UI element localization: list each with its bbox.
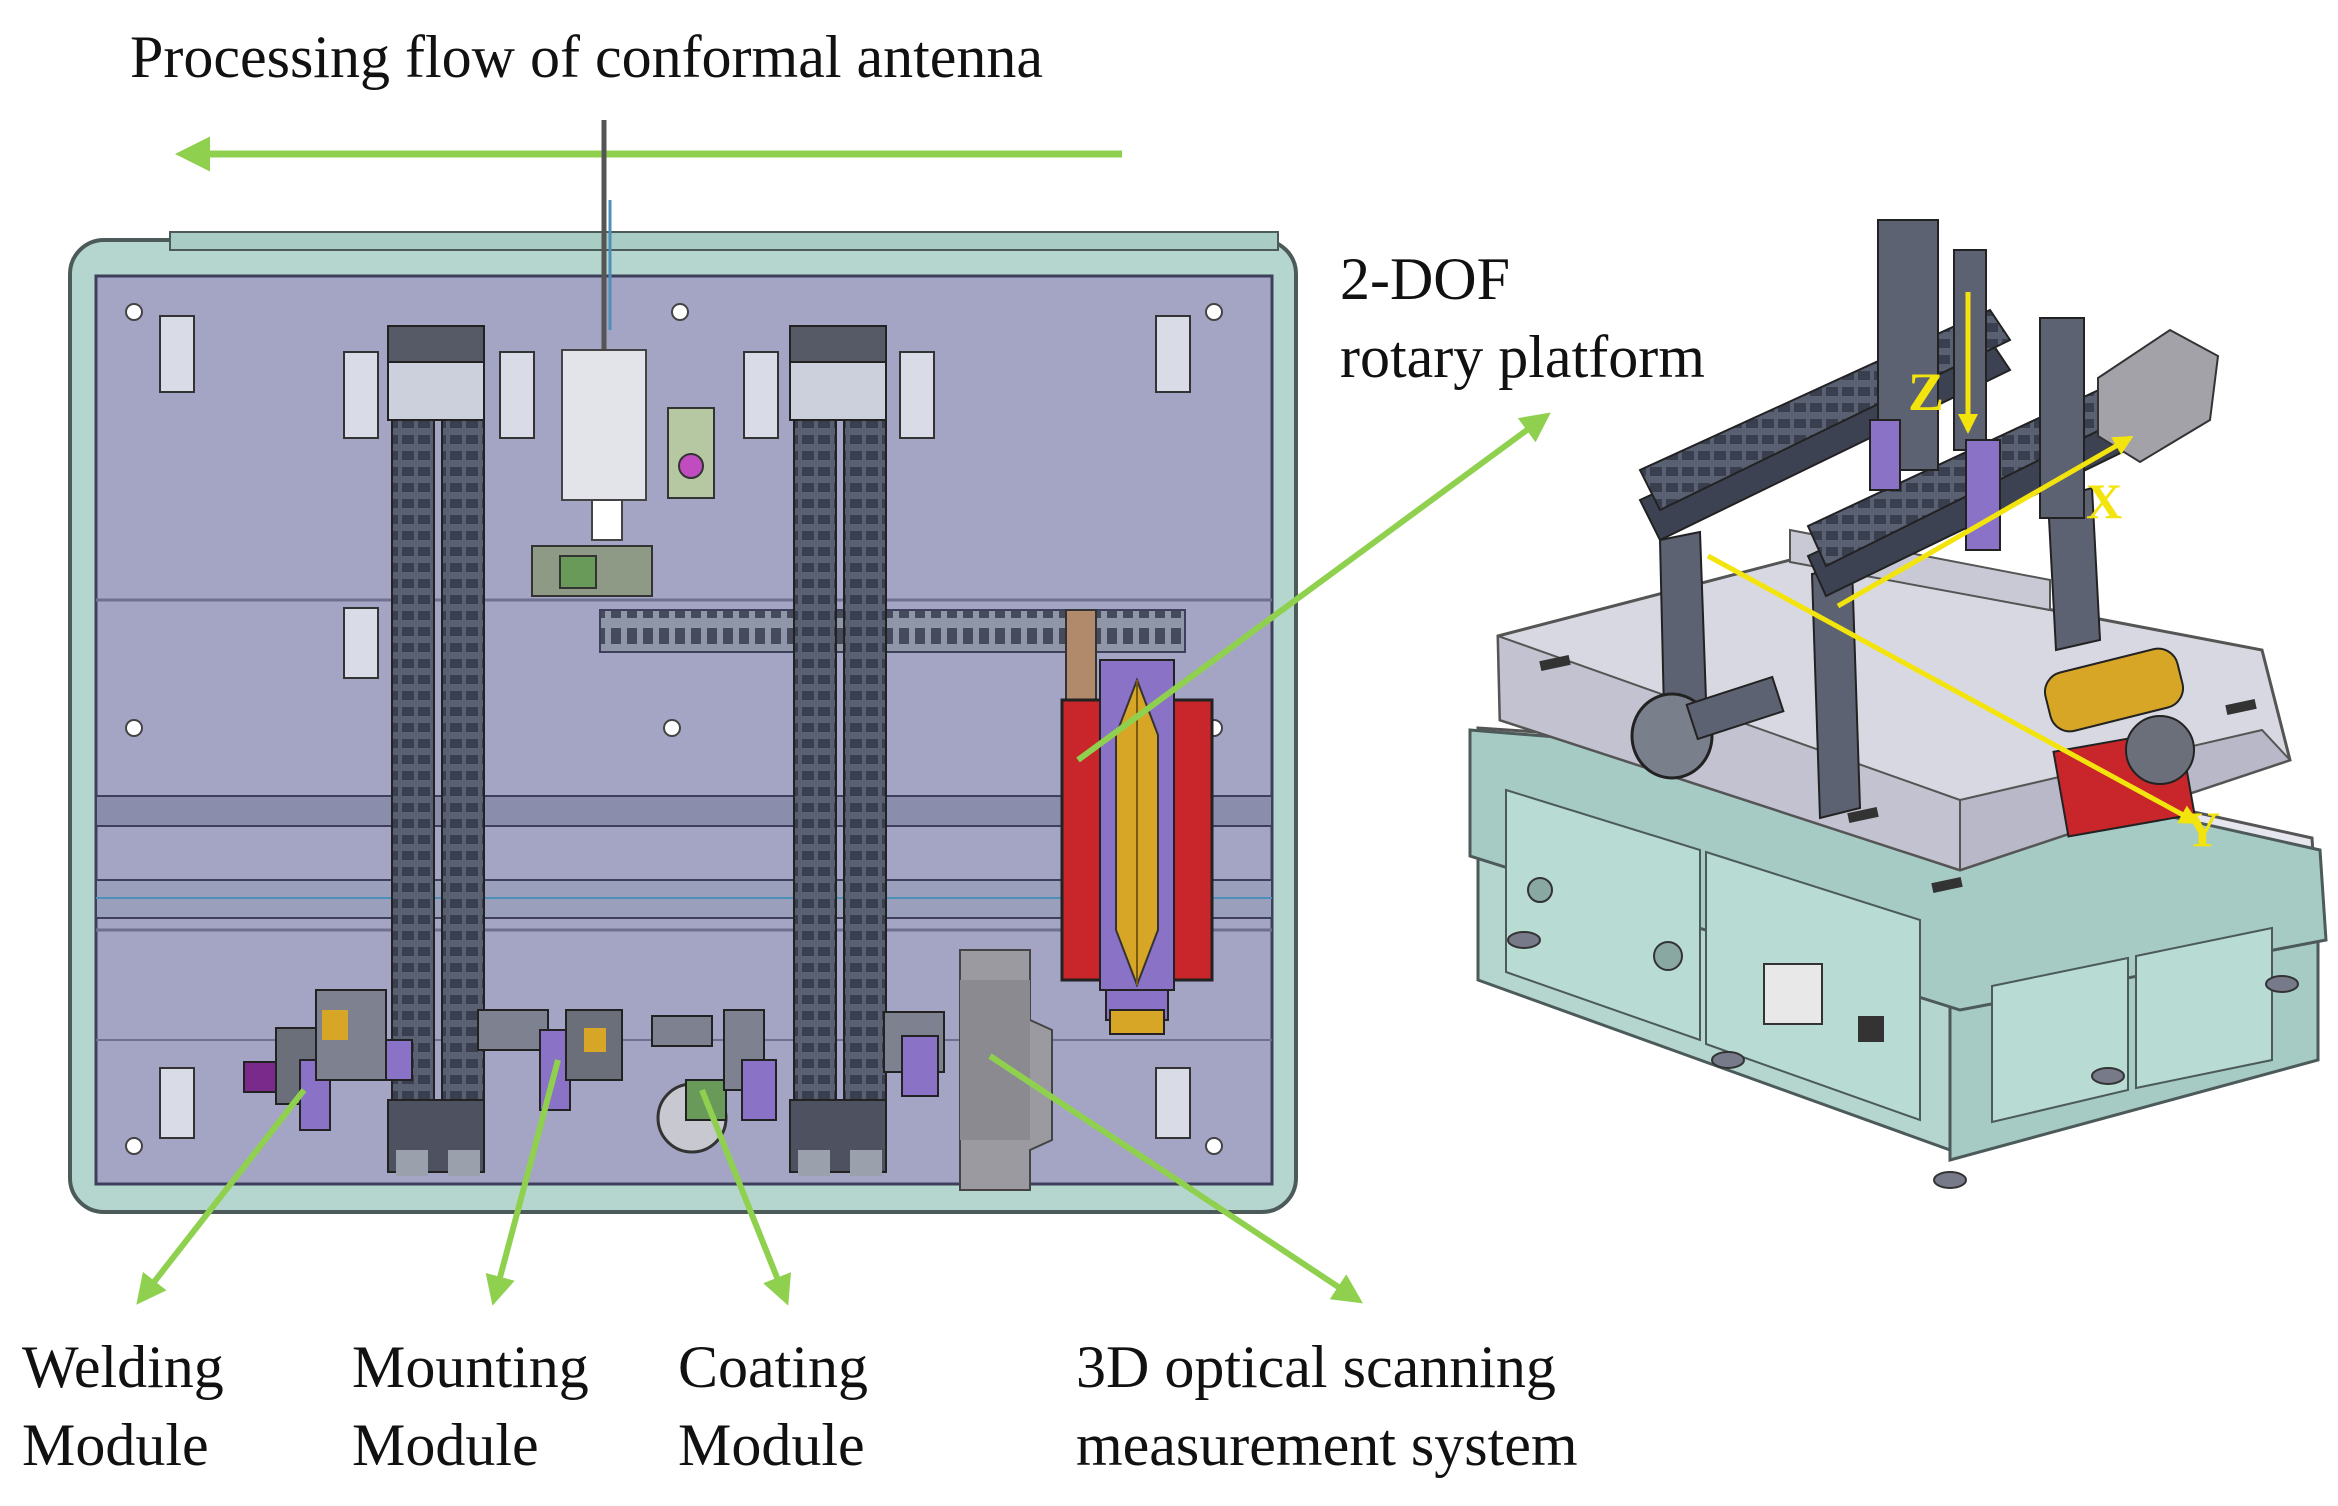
scanning-system-label: 3D optical scanning measurement system bbox=[1076, 1328, 1578, 1484]
welding-line-2: Module bbox=[22, 1412, 209, 1478]
scanning-pointer bbox=[988, 1053, 1364, 1304]
coating-module-top bbox=[651, 1009, 945, 1154]
coating-module-label: Coating Module bbox=[678, 1328, 868, 1484]
z-axis-label: Z bbox=[1908, 362, 1944, 422]
mounting-module-top bbox=[477, 1009, 623, 1111]
top-view-machine bbox=[68, 120, 1298, 1214]
figure-title: Processing flow of conformal antenna bbox=[130, 24, 1044, 90]
rotary-platform-label: 2-DOF rotary platform bbox=[1340, 240, 1705, 396]
x-axis-arrow bbox=[1836, 435, 2134, 609]
rotary-platform-line-2: rotary platform bbox=[1340, 324, 1705, 390]
mounting-pointer bbox=[485, 1059, 561, 1306]
mounting-line-2: Module bbox=[352, 1412, 539, 1478]
scanning-line-2: measurement system bbox=[1076, 1412, 1578, 1478]
welding-line-1: Welding bbox=[22, 1334, 224, 1400]
rotary-platform-pointer bbox=[1076, 412, 1551, 763]
scanning-line-1: 3D optical scanning bbox=[1076, 1334, 1556, 1400]
coating-line-2: Module bbox=[678, 1412, 865, 1478]
coating-pointer bbox=[699, 1088, 792, 1306]
welding-pointer bbox=[136, 1088, 307, 1305]
welding-module-top bbox=[243, 989, 413, 1131]
rotary-platform-line-1: 2-DOF bbox=[1340, 246, 1511, 312]
coating-line-1: Coating bbox=[678, 1334, 868, 1400]
isometric-machine bbox=[1468, 219, 2328, 1189]
x-axis-label: X bbox=[2086, 473, 2122, 529]
y-axis-label: Y bbox=[2184, 801, 2220, 857]
mounting-line-1: Mounting bbox=[352, 1334, 589, 1400]
welding-module-label: Welding Module bbox=[22, 1328, 224, 1484]
y-axis-arrow bbox=[1706, 553, 2200, 825]
mounting-module-label: Mounting Module bbox=[352, 1328, 589, 1484]
